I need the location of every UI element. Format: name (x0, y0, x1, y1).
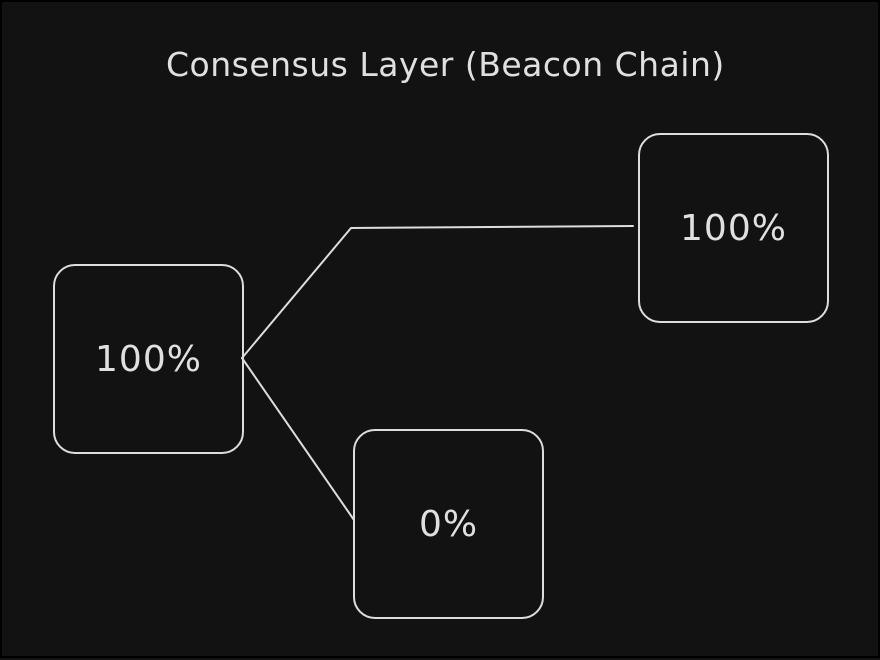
diagram-title: Consensus Layer (Beacon Chain) (166, 45, 725, 84)
node-source: 100% (53, 264, 244, 454)
node-bottom-label: 0% (418, 503, 479, 545)
edge-source-to-top (241, 225, 634, 359)
node-top: 100% (638, 133, 829, 323)
edge-source-to-bottom (241, 357, 355, 521)
node-top-label: 100% (680, 207, 787, 249)
node-source-label: 100% (95, 338, 202, 380)
node-bottom: 0% (353, 429, 544, 619)
